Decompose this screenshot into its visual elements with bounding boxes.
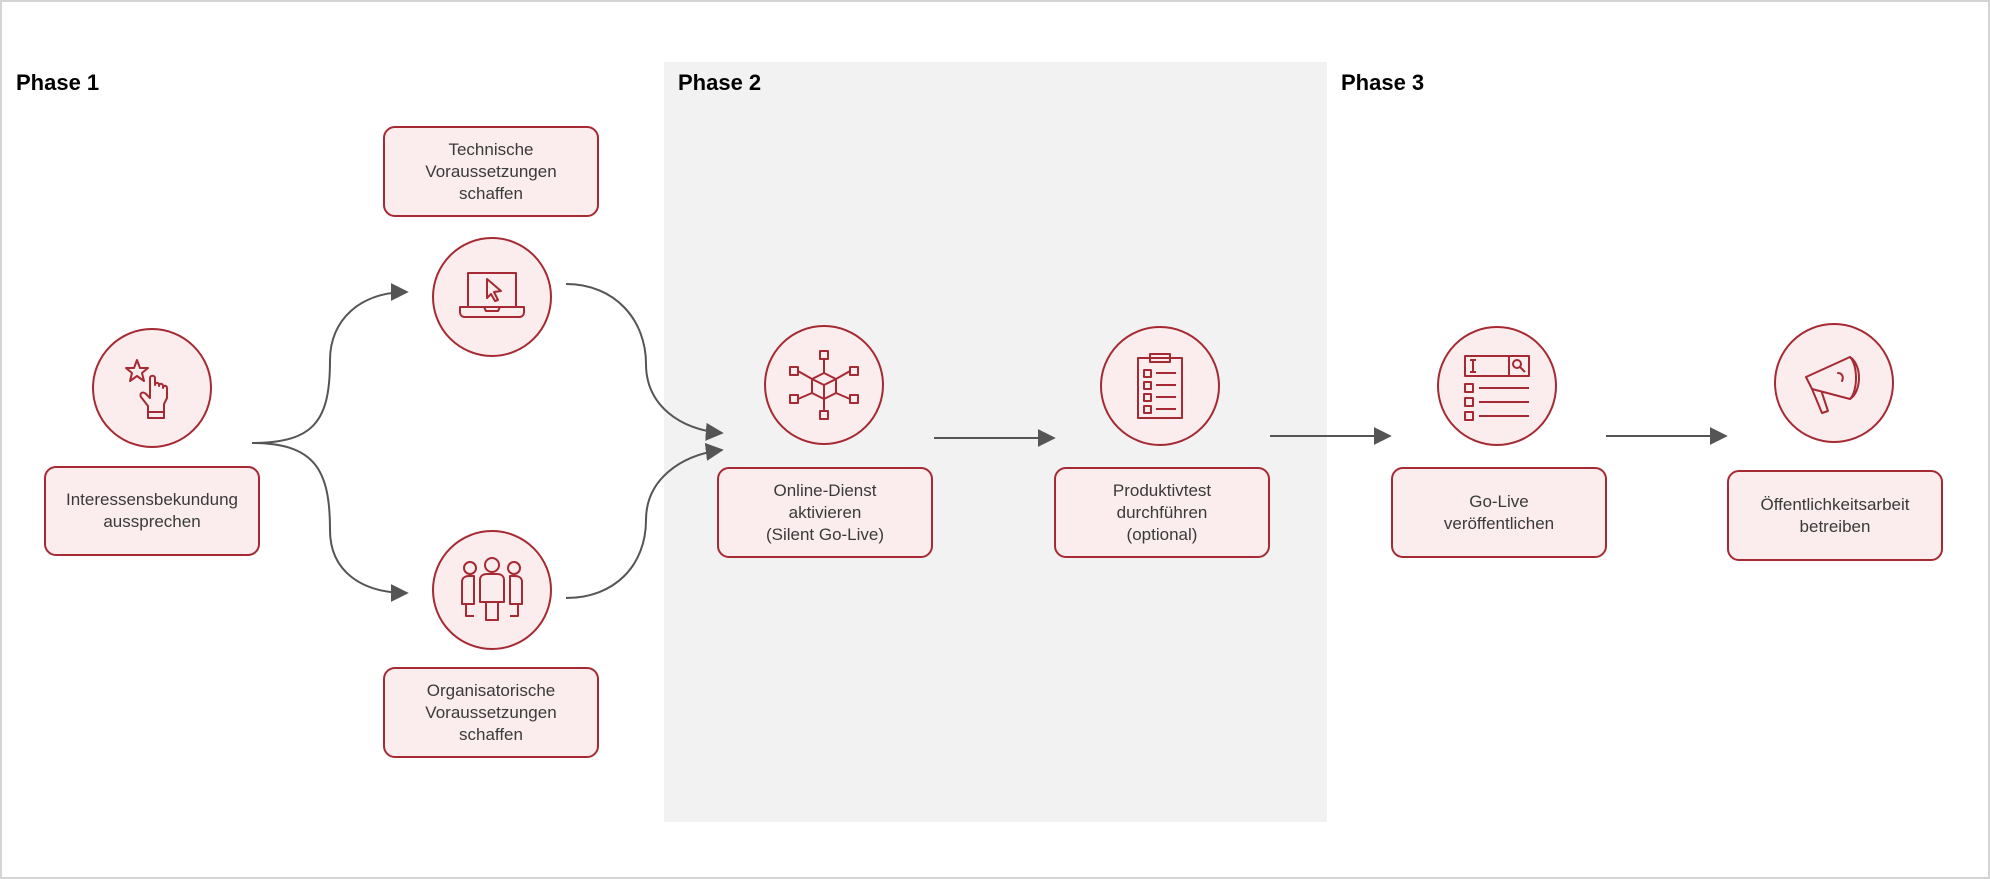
network-cube-icon: [764, 325, 884, 445]
step-activate-box: Online-Dienst aktivieren (Silent Go-Live…: [717, 467, 933, 558]
arrow-technical-to-activate: [565, 283, 724, 441]
step-interest-box: Interessensbekundung ausspreche­n: [44, 466, 260, 556]
search-form-icon: [1437, 326, 1557, 446]
arrow-organisational-to-activate: [565, 442, 724, 599]
checklist-icon: [1100, 326, 1220, 446]
step-golive-box: Go-Live veröffentlichen: [1391, 467, 1607, 558]
step-organisational-box: Organisatorische Voraussetzungen schaffe…: [383, 667, 599, 758]
step-pr-box: Öffentlichkeitsarbeit betreiben: [1727, 470, 1943, 561]
phase-1-label: Phase 1: [16, 70, 100, 95]
step-technical-box: Technische Voraussetzungen schaffen: [383, 126, 599, 217]
phase-2-background: [664, 62, 1327, 822]
arrow-interest-to-organisational: [251, 442, 409, 602]
people-group-icon: [432, 530, 552, 650]
laptop-cursor-icon: [432, 237, 552, 357]
phase-2-label: Phase 2: [678, 70, 762, 95]
megaphone-icon: [1774, 323, 1894, 443]
step-test-box: Produktivtest durchführen (optional): [1054, 467, 1270, 558]
phase-3-label: Phase 3: [1341, 70, 1425, 95]
star-click-icon: [92, 328, 212, 448]
arrow-interest-to-technical: [251, 283, 409, 444]
